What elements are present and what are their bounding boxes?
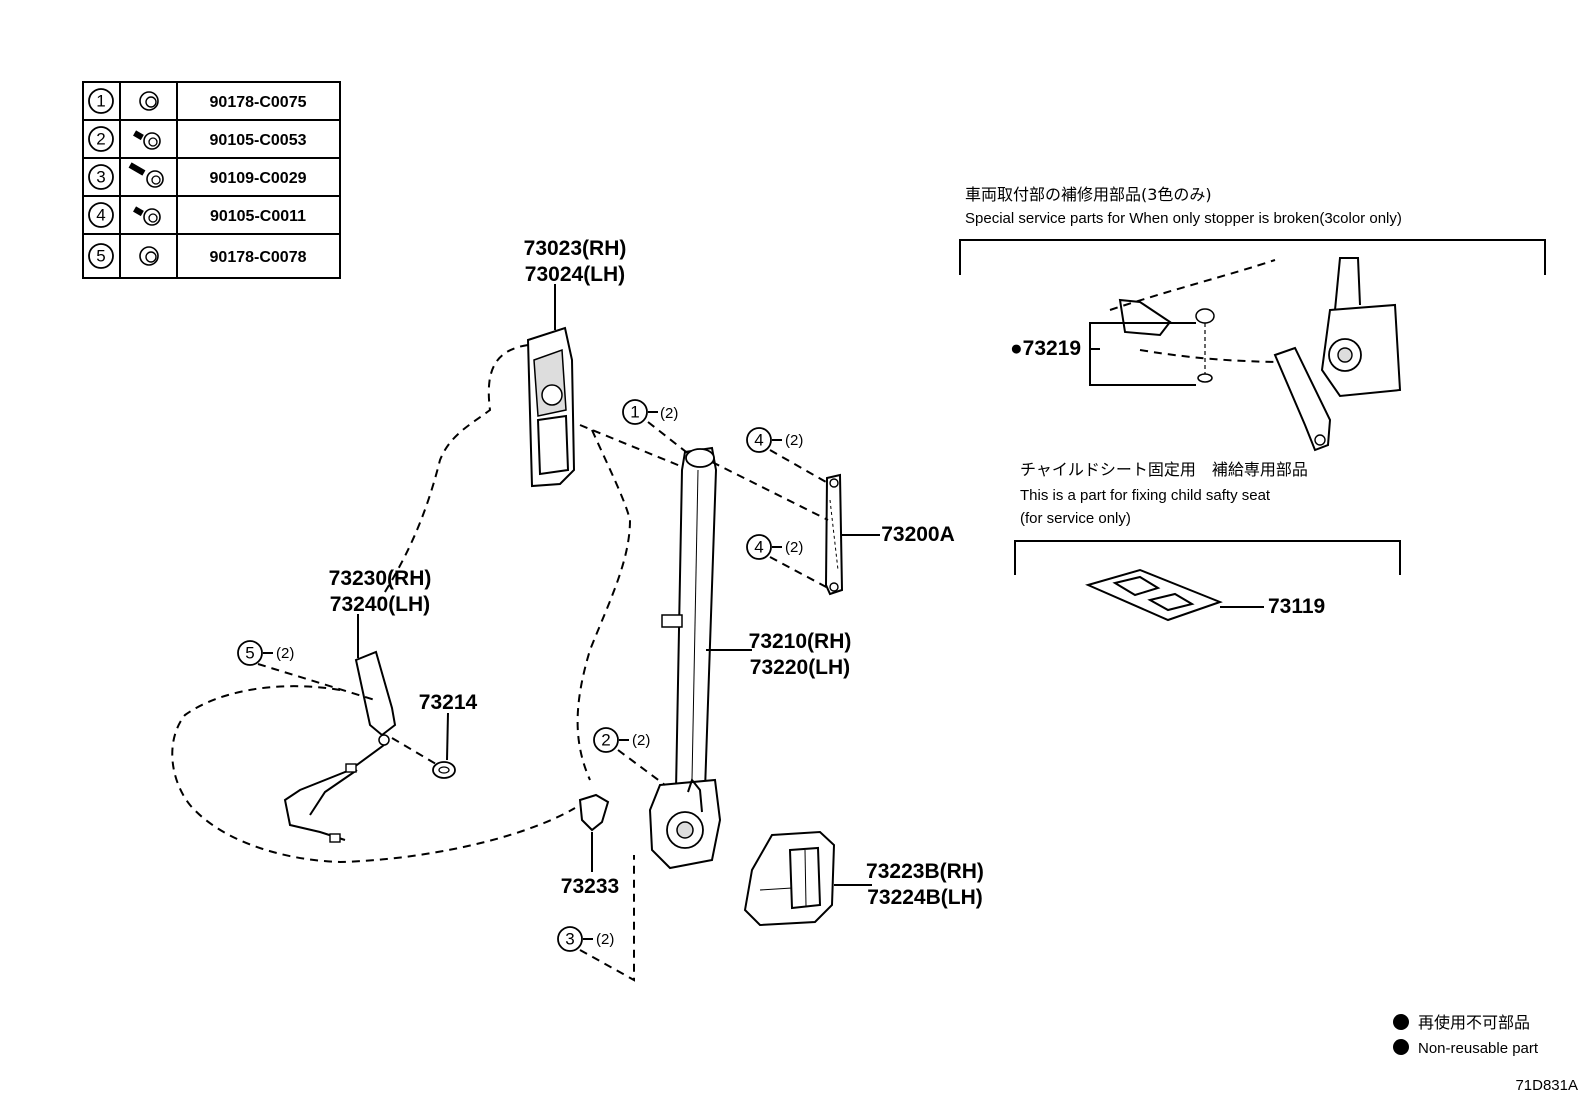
ref-callout-4-upper: 4 (2) <box>746 427 827 483</box>
bolt-icon <box>133 130 161 150</box>
table-row: 2 90105-C0053 <box>88 126 307 152</box>
child-seat-title-jp: チャイルドシート固定用 補給専用部品 <box>1020 460 1308 479</box>
table-part-number: 90105-C0011 <box>210 208 306 225</box>
table-row-number: 3 <box>96 168 105 187</box>
table-row-number: 4 <box>96 206 105 225</box>
table-part-number: 90178-C0078 <box>210 249 307 266</box>
special-service-section: 車両取付部の補修用部品(3色のみ) Special service parts … <box>959 185 1546 452</box>
child-seat-line1: This is a part for fixing child safty se… <box>1020 487 1271 504</box>
callout-73240: 73240(LH) <box>330 593 430 616</box>
height-adjuster <box>824 473 844 596</box>
child-seat-section: チャイルドシート固定用 補給専用部品 This is a part for fi… <box>1014 460 1401 622</box>
callout-73210: 73210(RH) <box>749 630 852 653</box>
svg-text:4: 4 <box>754 431 763 450</box>
bolt-long-icon <box>128 162 164 188</box>
callout-73219: ●73219 <box>1010 337 1081 360</box>
leader-line <box>446 712 449 761</box>
table-row-number: 5 <box>96 247 105 266</box>
callout-73230: 73230(RH) <box>329 567 432 590</box>
callout-73119: 73119 <box>1268 595 1325 618</box>
table-row-number: 2 <box>96 130 105 149</box>
ref-callout-3: 3 (2) <box>557 855 635 982</box>
legend: 再使用不可部品 Non-reusable part <box>1393 1013 1539 1057</box>
callout-73214: 73214 <box>419 691 478 714</box>
callout-73224B: 73224B(LH) <box>867 886 983 909</box>
svg-text:1: 1 <box>630 403 639 422</box>
special-service-title-en: Special service parts for When only stop… <box>965 210 1402 227</box>
special-service-title-jp: 車両取付部の補修用部品(3色のみ) <box>965 185 1212 204</box>
callout-73233: 73233 <box>561 875 619 898</box>
callout-73023: 73023(RH) <box>524 237 627 260</box>
callout-73200A: 73200A <box>881 523 955 546</box>
bolt-icon <box>133 206 161 226</box>
table-row-number: 1 <box>96 92 105 111</box>
callout-73223B: 73223B(RH) <box>866 860 984 883</box>
svg-text:3: 3 <box>565 930 574 949</box>
svg-text:(2): (2) <box>596 931 614 948</box>
non-reusable-dot-icon <box>1393 1039 1409 1055</box>
buckle-assembly <box>283 650 397 843</box>
legend-en: Non-reusable part <box>1418 1040 1539 1057</box>
table-part-number: 90109-C0029 <box>210 170 307 187</box>
ref-callout-1: 1 (2) <box>622 399 691 456</box>
seat-belt-assembly <box>648 446 722 870</box>
svg-text:(2): (2) <box>785 432 803 449</box>
retractor-cover <box>743 830 836 927</box>
table-row: 4 90105-C0011 <box>88 202 306 228</box>
ref-callout-5: 5 (2) <box>237 640 376 701</box>
table-row: 5 90178-C0078 <box>88 243 307 269</box>
child-seat-part-73119 <box>1085 568 1223 622</box>
upper-anchor-cover <box>526 326 576 488</box>
svg-text:(2): (2) <box>660 405 678 422</box>
table-row: 3 90109-C0029 <box>88 162 307 190</box>
callout-73220: 73220(LH) <box>750 656 850 679</box>
nut-icon <box>139 246 159 266</box>
svg-text:(2): (2) <box>276 645 294 662</box>
svg-text:4: 4 <box>754 538 763 557</box>
svg-text:(2): (2) <box>785 539 803 556</box>
non-reusable-dot-icon <box>1393 1014 1409 1030</box>
washer-73214 <box>432 761 456 779</box>
table-part-number: 90178-C0075 <box>210 94 307 111</box>
fastener-table: 1 90178-C0075 2 90105-C0053 3 <box>82 81 341 279</box>
legend-jp: 再使用不可部品 <box>1418 1013 1530 1032</box>
svg-text:2: 2 <box>601 731 610 750</box>
seat-outline <box>171 344 632 864</box>
svg-text:5: 5 <box>245 644 254 663</box>
ref-callout-2: 2 (2) <box>593 727 666 786</box>
diagram-code: 71D831A <box>1515 1077 1578 1094</box>
table-part-number: 90105-C0053 <box>210 132 307 149</box>
svg-text:(2): (2) <box>632 732 650 749</box>
table-row: 1 90178-C0075 <box>88 88 307 114</box>
ref-callout-4-lower: 4 (2) <box>746 534 829 589</box>
cover-73233 <box>578 793 610 832</box>
callout-73024: 73024(LH) <box>525 263 625 286</box>
child-seat-line2: (for service only) <box>1020 510 1131 527</box>
nut-icon <box>139 91 159 111</box>
